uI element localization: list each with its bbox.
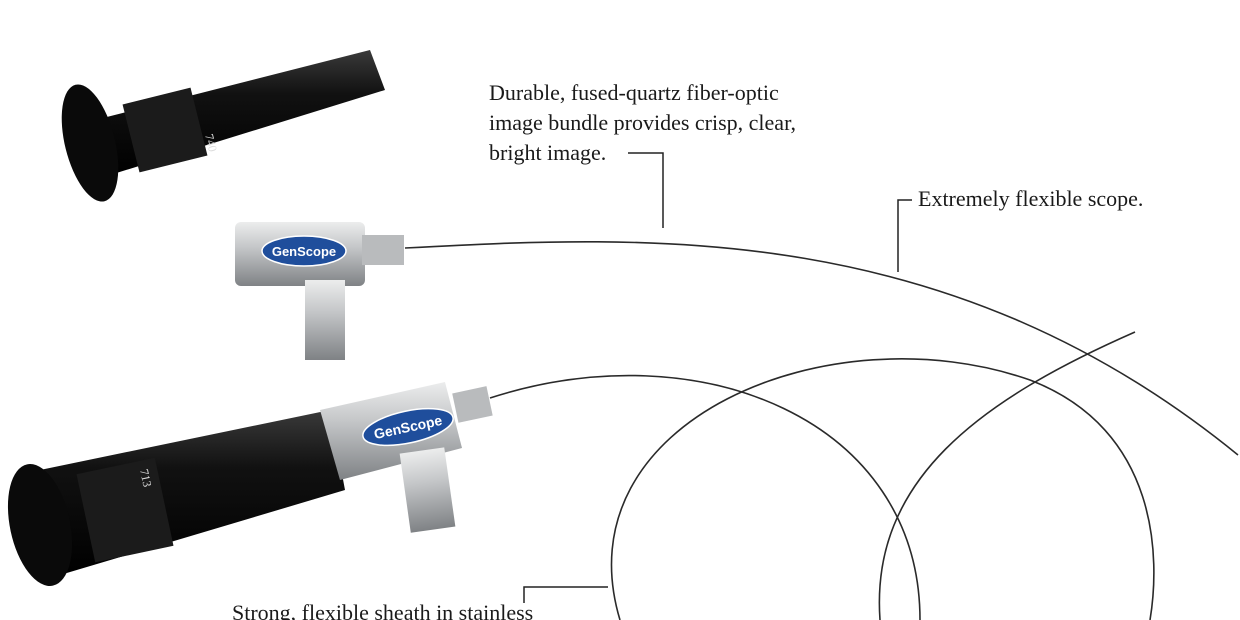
callout-flexible: Extremely flexible scope. bbox=[918, 186, 1144, 211]
scope-bottom: 713 GenScope bbox=[7, 382, 493, 586]
callout-line: bright image. bbox=[489, 140, 607, 165]
callout-line: Durable, fused-quartz fiber-optic bbox=[489, 80, 779, 105]
callout-sheath: Strong, flexible sheath in stainless bbox=[232, 600, 534, 620]
logo-text: GenScope bbox=[272, 244, 336, 259]
callout-line: image bundle provides crisp, clear, bbox=[489, 110, 797, 135]
fiber-cables bbox=[404, 240, 1239, 620]
leader-lines bbox=[523, 152, 912, 603]
eyepiece-marking: 713 bbox=[137, 468, 154, 489]
logo-badge bbox=[261, 235, 347, 267]
scope-head-top: GenScope bbox=[235, 222, 404, 360]
eyepiece-marking: 740 bbox=[202, 132, 220, 153]
logo-badge bbox=[362, 407, 454, 447]
eyepiece-top: 740 bbox=[61, 50, 385, 202]
callout-image-bundle: Durable, fused-quartz fiber-optic image … bbox=[489, 78, 796, 168]
